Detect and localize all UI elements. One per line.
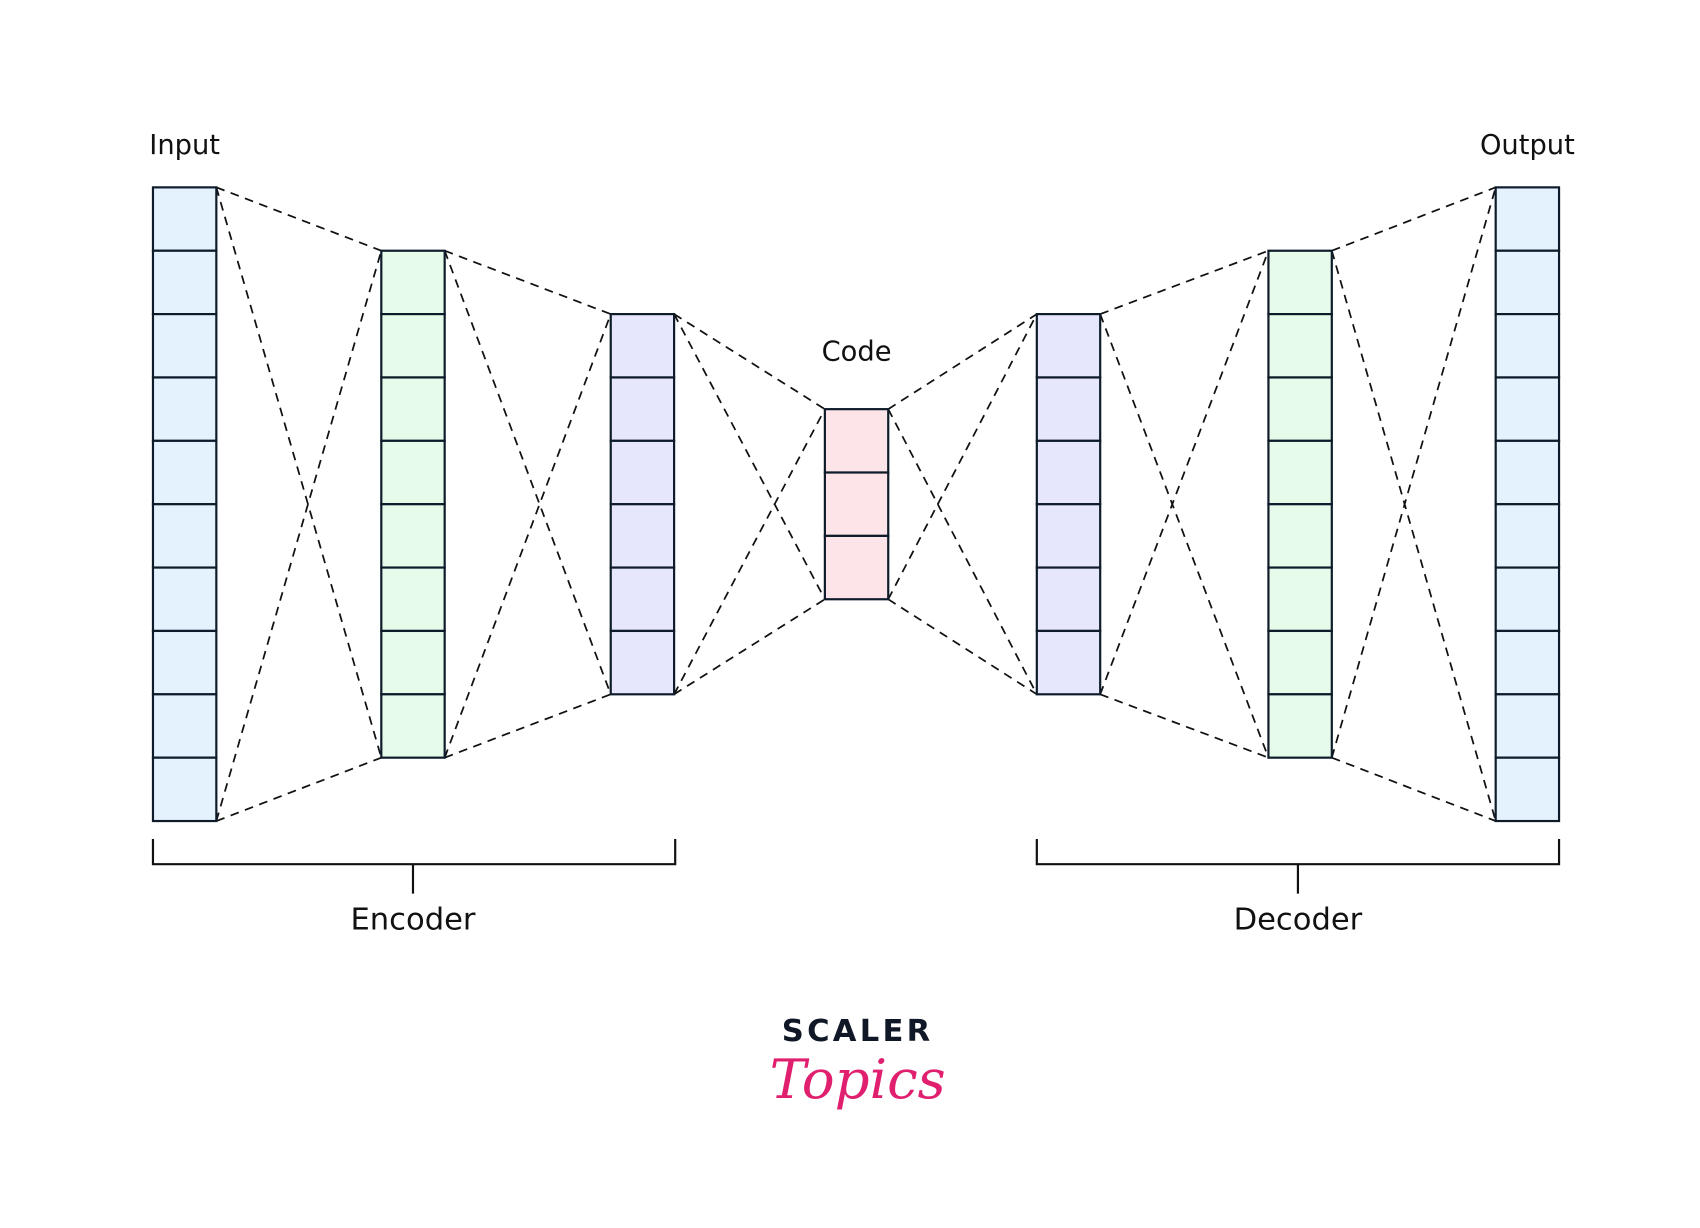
layer-decoder-hidden-1	[1035, 313, 1102, 696]
connection-line	[1099, 693, 1269, 759]
connection-line	[1099, 250, 1270, 695]
neuron-cell	[1035, 376, 1102, 442]
neuron-cell	[1494, 756, 1561, 823]
connection-line	[887, 313, 1038, 600]
neuron-cell	[151, 566, 218, 633]
connection-line	[887, 313, 1038, 410]
input-label: Input	[149, 130, 220, 161]
neuron-cell	[1267, 629, 1333, 696]
connection-line	[673, 408, 826, 695]
output-label: Output	[1480, 130, 1575, 161]
neuron-cell	[1494, 186, 1561, 252]
neuron-cell	[1267, 566, 1333, 633]
connection-line	[444, 249, 612, 315]
neuron-cell	[380, 439, 446, 506]
logo-text-scaler: SCALER	[782, 1014, 934, 1049]
neuron-cell	[1494, 503, 1561, 569]
connection-line	[673, 313, 826, 600]
logo-text-topics: Topics	[770, 1047, 946, 1111]
connection-line	[673, 598, 826, 696]
neuron-cell	[609, 503, 676, 569]
neuron-cell	[151, 756, 218, 823]
layer-decoder-hidden-2	[1267, 249, 1333, 759]
neuron-cell	[380, 693, 446, 759]
layer-code	[823, 408, 890, 601]
decoder-label: Decoder	[1234, 903, 1363, 938]
layer-input	[151, 186, 218, 823]
connection-line	[443, 313, 612, 758]
neuron-cell	[1267, 439, 1333, 506]
neuron-cell	[823, 408, 890, 474]
neuron-cell	[380, 629, 446, 696]
neuron-cell	[1267, 503, 1333, 569]
neuron-cell	[380, 503, 446, 569]
encoder-label: Encoder	[350, 903, 475, 938]
neuron-cell	[151, 503, 218, 569]
layers	[151, 186, 1561, 823]
neuron-cell	[823, 471, 890, 537]
connection-line	[216, 756, 382, 822]
neuron-cell	[151, 376, 218, 442]
scaler-topics-logo: SCALER Topics	[770, 1014, 946, 1111]
connection-line	[443, 250, 612, 695]
neuron-cell	[151, 629, 218, 696]
neuron-cell	[151, 439, 218, 506]
connection-line	[1330, 250, 1497, 822]
connections	[215, 186, 1497, 822]
connection-line	[444, 693, 612, 759]
neuron-cell	[1267, 693, 1333, 759]
code-label: Code	[822, 337, 892, 368]
neuron-cell	[1035, 566, 1102, 633]
connection-line	[215, 187, 383, 758]
neuron-cell	[151, 693, 218, 759]
neuron-cell	[1494, 249, 1561, 316]
neuron-cell	[1267, 313, 1333, 379]
neuron-cell	[609, 629, 676, 696]
neuron-cell	[1035, 313, 1102, 379]
connection-line	[1331, 186, 1496, 252]
connection-line	[1330, 187, 1497, 758]
neuron-cell	[380, 566, 446, 633]
connection-line	[215, 250, 383, 822]
neuron-cell	[609, 313, 676, 379]
layer-encoder-hidden-2	[609, 313, 676, 696]
neuron-cell	[1035, 503, 1102, 569]
neuron-cell	[380, 249, 446, 316]
connection-line	[216, 186, 382, 252]
neuron-cell	[1035, 439, 1102, 506]
neuron-cell	[1494, 376, 1561, 442]
layer-encoder-hidden-1	[380, 249, 446, 759]
neuron-cell	[380, 376, 446, 442]
neuron-cell	[1494, 313, 1561, 379]
neuron-cell	[1267, 376, 1333, 442]
decoder-bracket	[1035, 839, 1561, 894]
layer-output	[1494, 186, 1561, 823]
connection-line	[1099, 313, 1270, 758]
neuron-cell	[609, 376, 676, 442]
neuron-cell	[151, 186, 218, 252]
connection-line	[887, 598, 1038, 696]
neuron-cell	[151, 249, 218, 316]
neuron-cell	[1494, 629, 1561, 696]
neuron-cell	[1494, 439, 1561, 506]
neuron-cell	[609, 566, 676, 633]
encoder-bracket	[151, 839, 677, 894]
neuron-cell	[1494, 566, 1561, 633]
connection-line	[887, 408, 1038, 695]
neuron-cell	[823, 534, 890, 601]
connection-line	[1099, 249, 1269, 315]
connection-line	[1331, 756, 1496, 822]
neuron-cell	[380, 313, 446, 379]
neuron-cell	[609, 439, 676, 506]
connection-line	[673, 313, 826, 410]
neuron-cell	[1267, 249, 1333, 316]
neuron-cell	[1494, 693, 1561, 759]
neuron-cell	[1035, 629, 1102, 696]
neuron-cell	[151, 313, 218, 379]
